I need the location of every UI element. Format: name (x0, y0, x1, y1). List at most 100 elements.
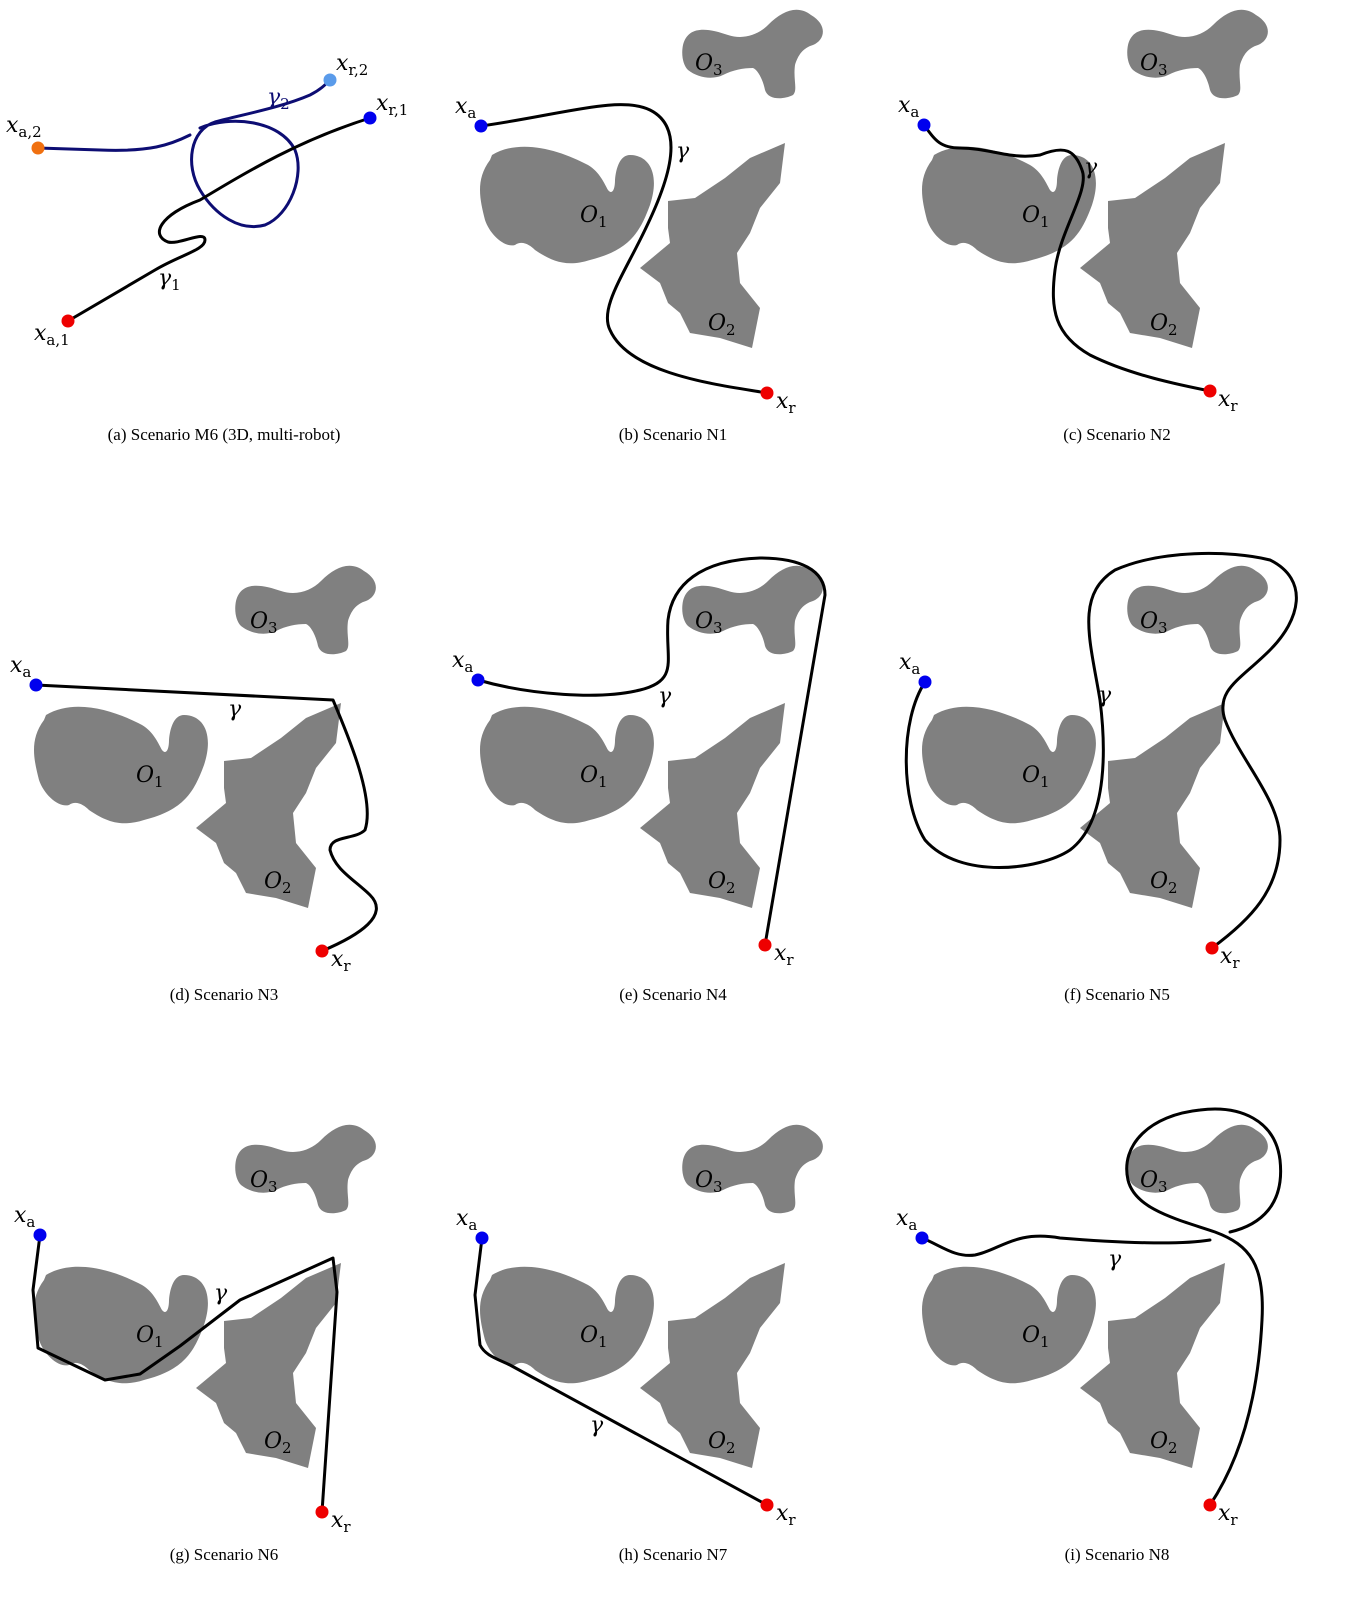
start-marker (471, 673, 485, 687)
caption-i: (i) Scenario N8 (1065, 1545, 1170, 1564)
label-O2: O2 (1150, 311, 1178, 339)
path-gamma (473, 1236, 769, 1507)
start-marker (918, 675, 932, 689)
panel-f: O3 O1 O2 xa xr γ (f) Scenario N5 (899, 551, 1298, 1004)
caption-h: (h) Scenario N7 (619, 1545, 728, 1564)
goal-marker (760, 1498, 774, 1512)
label-O2: O2 (1150, 869, 1178, 897)
label-x-a: xa (455, 94, 476, 122)
label-O1: O1 (580, 1323, 608, 1351)
label-O2: O2 (264, 1429, 292, 1457)
label-O2: O2 (708, 311, 736, 339)
label-x-a: xa (898, 93, 919, 121)
caption-b: (b) Scenario N1 (619, 425, 728, 444)
label-O2: O2 (708, 869, 736, 897)
label-x-r: xr (774, 941, 794, 969)
start-marker-robot1 (61, 314, 75, 328)
obstacle-1 (480, 1266, 654, 1384)
start-marker (475, 1231, 489, 1245)
label-x-a2: xa,2 (6, 113, 42, 141)
label-gamma: γ (658, 684, 672, 709)
label-O1: O1 (580, 763, 608, 791)
label-O1: O1 (136, 763, 164, 791)
label-x-r: xr (1218, 387, 1238, 415)
path-gamma (922, 123, 1212, 393)
label-O1: O1 (580, 203, 608, 231)
label-x-r: xr (776, 1501, 796, 1529)
obstacle-1 (922, 146, 1096, 264)
label-O3: O3 (1140, 51, 1168, 79)
goal-marker-robot2 (323, 73, 337, 87)
obstacle-1 (480, 706, 654, 824)
panel-i: O3 O1 O2 xa xr γ (i) Scenario N8 (896, 1107, 1283, 1564)
label-O3: O3 (250, 609, 278, 637)
start-marker (33, 1228, 47, 1242)
label-O2: O2 (264, 869, 292, 897)
caption-f: (f) Scenario N5 (1064, 985, 1170, 1004)
goal-marker (1205, 941, 1219, 955)
label-O1: O1 (1022, 1323, 1050, 1351)
panel-c: O3 O1 O2 xa xr γ (c) Scenario N2 (898, 9, 1268, 444)
panel-b: O3 O1 O2 xa xr γ (b) Scenario N1 (455, 9, 823, 444)
path-gamma-loop (1125, 1107, 1283, 1507)
label-x-r: xr (331, 947, 351, 975)
goal-marker (1203, 1498, 1217, 1512)
label-x-a: xa (456, 1206, 477, 1234)
label-gamma: γ (228, 697, 242, 722)
panel-g: O3 O1 O2 xa xr γ (g) Scenario N6 (14, 1124, 376, 1564)
label-O2: O2 (1150, 1429, 1178, 1457)
label-gamma: γ (214, 1281, 228, 1306)
label-x-r: xr (331, 1508, 351, 1536)
goal-marker (315, 944, 329, 958)
label-O3: O3 (695, 609, 723, 637)
path-gamma (904, 551, 1298, 950)
path-gamma-1 (66, 116, 372, 323)
label-x-a: xa (10, 653, 31, 681)
caption-d: (d) Scenario N3 (170, 985, 279, 1004)
label-x-r2: xr,2 (336, 51, 368, 79)
label-gamma: γ (1098, 683, 1112, 708)
label-O3: O3 (695, 1168, 723, 1196)
start-marker (917, 118, 931, 132)
caption-g: (g) Scenario N6 (170, 1545, 279, 1564)
label-gamma-1: γ1 (158, 266, 181, 294)
obstacle-1 (480, 146, 654, 264)
panel-e: O3 O1 O2 xa xr γ (e) Scenario N4 (452, 556, 827, 1004)
path-gamma (34, 683, 378, 953)
panel-h: O3 O1 O2 xa xr γ (h) Scenario N7 (456, 1124, 823, 1564)
path-gamma (479, 103, 769, 395)
path-gamma-2 (36, 133, 192, 152)
path-gamma (920, 1234, 1212, 1257)
label-gamma: γ (590, 1413, 604, 1438)
label-O2: O2 (708, 1429, 736, 1457)
obstacle-1 (922, 1266, 1096, 1384)
goal-marker-robot1 (363, 111, 377, 125)
panel-a: xr,2 xr,1 xa,2 xa,1 γ2 γ1 (a) Scenario M… (0, 0, 449, 460)
label-O1: O1 (1022, 203, 1050, 231)
goal-marker (315, 1505, 329, 1519)
obstacle-1 (34, 706, 208, 824)
caption-e: (e) Scenario N4 (619, 985, 727, 1004)
label-O3: O3 (1140, 1168, 1168, 1196)
panel-d: O3 O1 O2 xa xr γ (d) Scenario N3 (10, 565, 378, 1004)
start-marker-robot2 (31, 141, 45, 155)
label-O3: O3 (250, 1168, 278, 1196)
label-gamma: γ (1084, 155, 1098, 180)
label-O1: O1 (136, 1323, 164, 1351)
label-x-a: xa (14, 1203, 35, 1231)
label-x-a: xa (896, 1206, 917, 1234)
label-O1: O1 (1022, 763, 1050, 791)
label-x-r1: xr,1 (376, 91, 408, 119)
label-x-r: xr (1220, 944, 1240, 972)
start-marker (915, 1231, 929, 1245)
label-x-r: xr (776, 389, 796, 417)
obstacle-1 (34, 1266, 208, 1384)
goal-marker (758, 938, 772, 952)
goal-marker (1203, 384, 1217, 398)
label-O3: O3 (1140, 609, 1168, 637)
caption-a: (a) Scenario M6 (3D, multi-robot) (108, 425, 341, 444)
label-x-a1: xa,1 (34, 321, 70, 349)
label-x-r: xr (1218, 1501, 1238, 1529)
label-gamma-2: γ2 (267, 85, 290, 113)
